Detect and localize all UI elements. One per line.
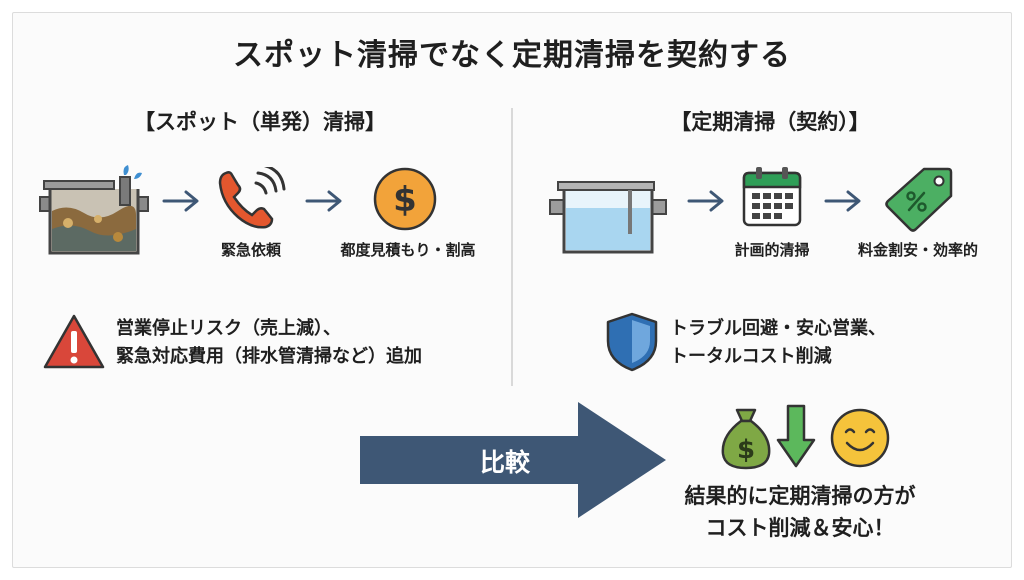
center-divider	[511, 108, 513, 386]
svg-text:$: $	[393, 180, 417, 220]
arrow-right-icon	[687, 189, 725, 213]
smiley-icon	[829, 407, 891, 469]
regular-step2-caption: 計画的清掃	[734, 241, 810, 259]
result-text: 結果的に定期清掃の方が コスト削減＆安心！	[660, 480, 940, 544]
shield-icon	[604, 311, 660, 373]
regular-benefit-note: トラブル回避・安心営業、 トータルコスト削減	[670, 315, 886, 371]
spot-note-line1: 営業停止リスク（売上減）、	[116, 318, 341, 339]
down-arrow-icon	[776, 404, 816, 470]
arrow-right-icon	[162, 189, 200, 213]
result-line2: コスト削減＆安心！	[705, 516, 895, 540]
spot-cleaning-heading: 【スポット（単発）清掃】	[134, 110, 386, 134]
regular-note-line2: トータルコスト削減	[670, 346, 832, 367]
compare-label: 比較	[479, 448, 530, 477]
calendar-icon	[741, 165, 803, 229]
svg-text:$: $	[737, 435, 755, 465]
price-tag-icon	[884, 166, 954, 232]
regular-cleaning-heading: 【定期清掃（契約）】	[670, 110, 870, 134]
phone-icon	[216, 167, 286, 231]
money-bag-icon: $	[717, 406, 775, 470]
dirty-tank-icon	[38, 165, 150, 257]
arrow-right-icon	[824, 189, 862, 213]
clean-tank-icon	[548, 172, 668, 256]
compare-arrow	[360, 402, 666, 518]
spot-risk-note: 営業停止リスク（売上減）、 緊急対応費用（排水管清掃など）追加	[116, 315, 422, 371]
warning-icon	[42, 313, 106, 371]
page-title: スポット清掃でなく定期清掃を契約する	[233, 38, 791, 73]
spot-step3-caption: 都度見積もり・割高	[340, 241, 476, 259]
regular-step3-caption: 料金割安・効率的	[857, 241, 978, 259]
result-line1: 結果的に定期清掃の方が	[684, 484, 916, 508]
regular-note-line1: トラブル回避・安心営業、	[670, 318, 886, 339]
dollar-coin-icon: $	[372, 166, 438, 232]
spot-step2-caption: 緊急依頼	[220, 241, 281, 259]
arrow-right-icon	[305, 189, 343, 213]
spot-note-line2: 緊急対応費用（排水管清掃など）追加	[116, 346, 422, 367]
